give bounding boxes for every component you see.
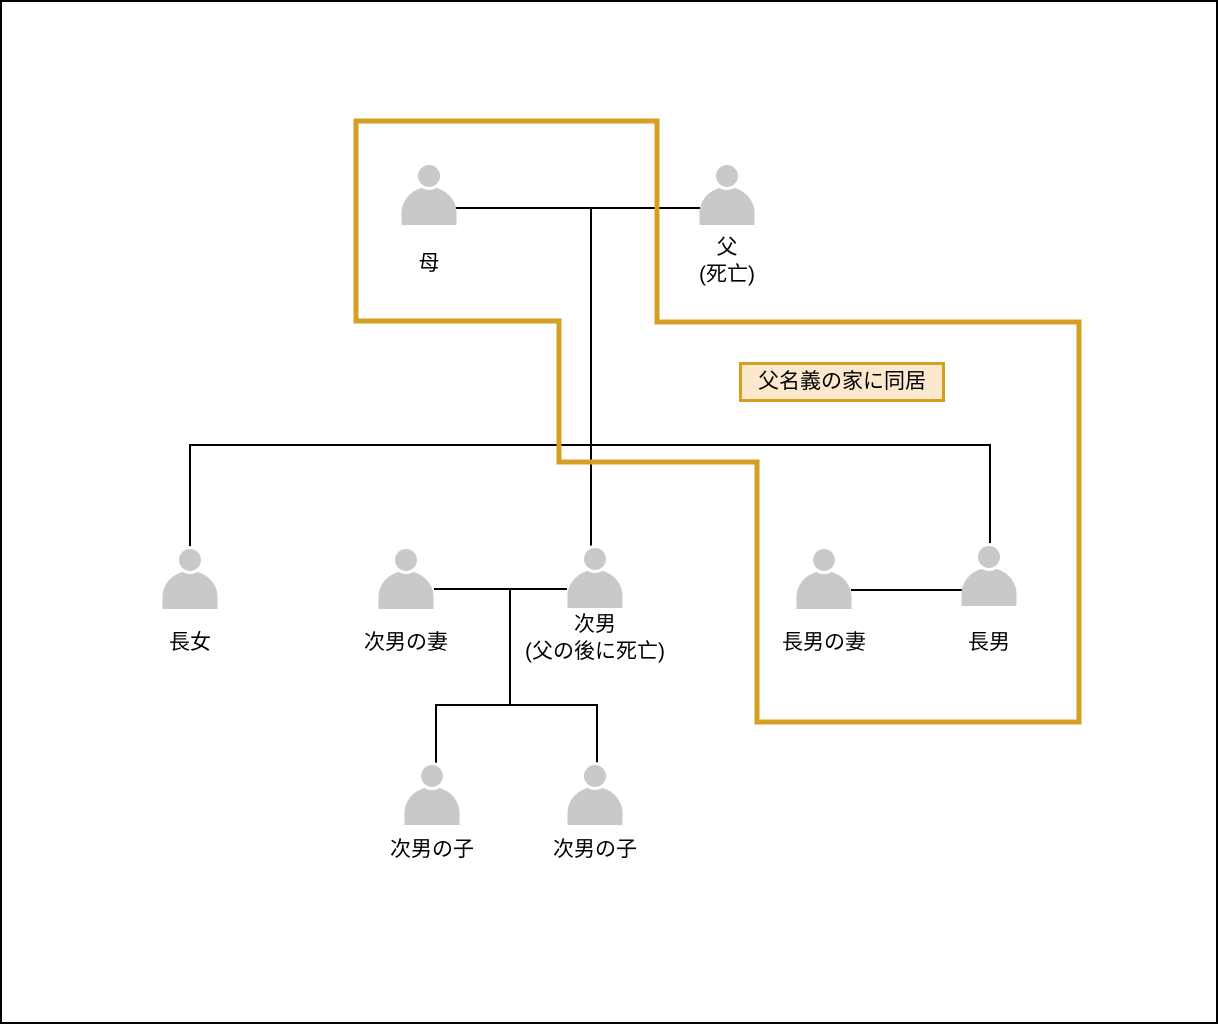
label-second-son: 次男 (父の後に死亡) bbox=[525, 613, 665, 663]
label-second-son-wife: 次男の妻 bbox=[364, 631, 448, 654]
person-icon-eldest-son bbox=[960, 543, 1018, 608]
person-icon-eldest-son-wife bbox=[795, 546, 853, 611]
connector-sibling-bar bbox=[189, 444, 991, 547]
label-eldest-son: 長男 bbox=[968, 631, 1010, 654]
person-icon-second-son bbox=[566, 545, 624, 610]
person-icon-mother bbox=[400, 162, 458, 227]
label-eldest-daughter: 長女 bbox=[169, 631, 211, 654]
person-icon-second-son-wife bbox=[377, 546, 435, 611]
connector-lines bbox=[189, 207, 991, 764]
person-icon-father bbox=[698, 162, 756, 227]
label-second-son-child-1: 次男の子 bbox=[390, 838, 474, 861]
person-icon-second-son-child-1 bbox=[403, 762, 461, 827]
cohabitation-annotation: 父名義の家に同居 bbox=[739, 362, 945, 402]
label-eldest-son-wife: 長男の妻 bbox=[782, 631, 866, 654]
cohabitation-region-outline bbox=[353, 118, 1082, 725]
label-second-son-child-2: 次男の子 bbox=[553, 838, 637, 861]
person-icon-second-son-child-2 bbox=[566, 762, 624, 827]
connector-grandchildren-bar bbox=[435, 704, 598, 764]
label-father: 父 (死亡) bbox=[699, 236, 755, 286]
person-icon-eldest-daughter bbox=[161, 546, 219, 611]
label-mother: 母 bbox=[418, 252, 440, 275]
